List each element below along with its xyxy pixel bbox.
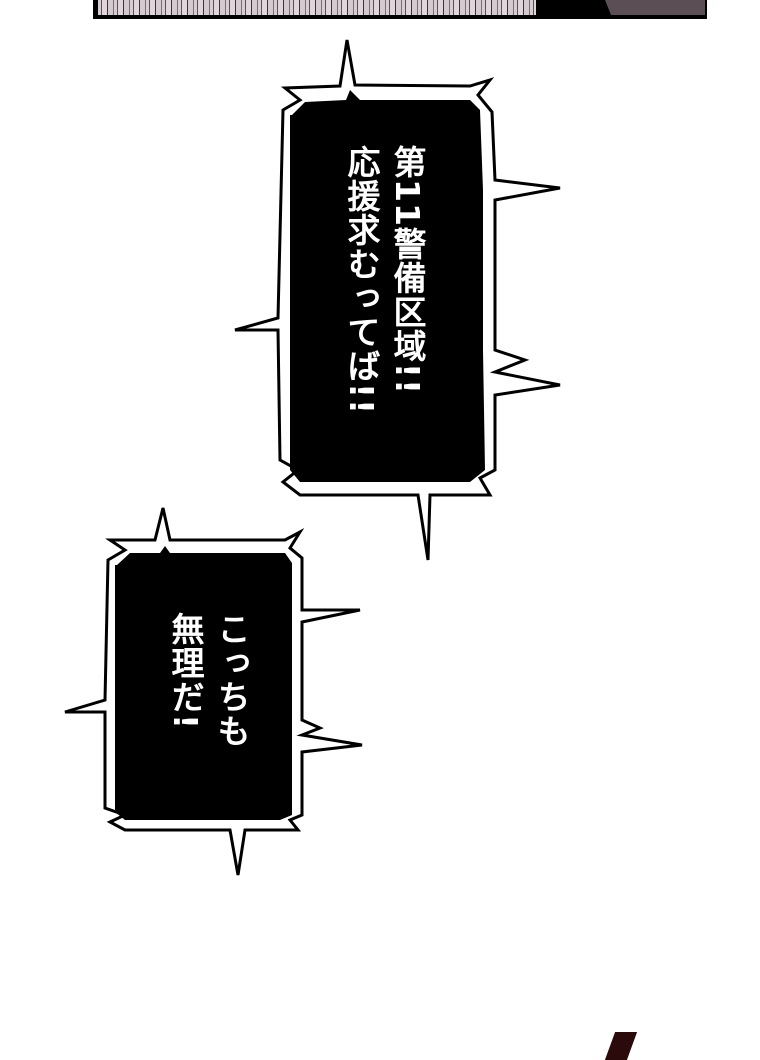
- speech-bubble-2-shape: [64, 507, 363, 876]
- bubble-2-line-1: こっちも: [212, 612, 251, 748]
- top-panel-fragment: [93, 0, 707, 19]
- panel-artwork-shape: [605, 0, 705, 15]
- bubble-2-line-2: 無理だ!: [166, 612, 205, 731]
- bubble-1-line-1: 第11警備区域!!: [388, 145, 427, 396]
- bubble-1-line-2: 応援求むってば!!: [342, 145, 381, 416]
- speech-bubble-2-text: こっちも 無理だ!: [162, 612, 254, 748]
- panel-artwork-stripes: [98, 0, 536, 15]
- speech-bubble-1-text: 第11警備区域!! 応援求むってば!!: [338, 145, 430, 415]
- speech-bubble-1-shape: [234, 39, 561, 561]
